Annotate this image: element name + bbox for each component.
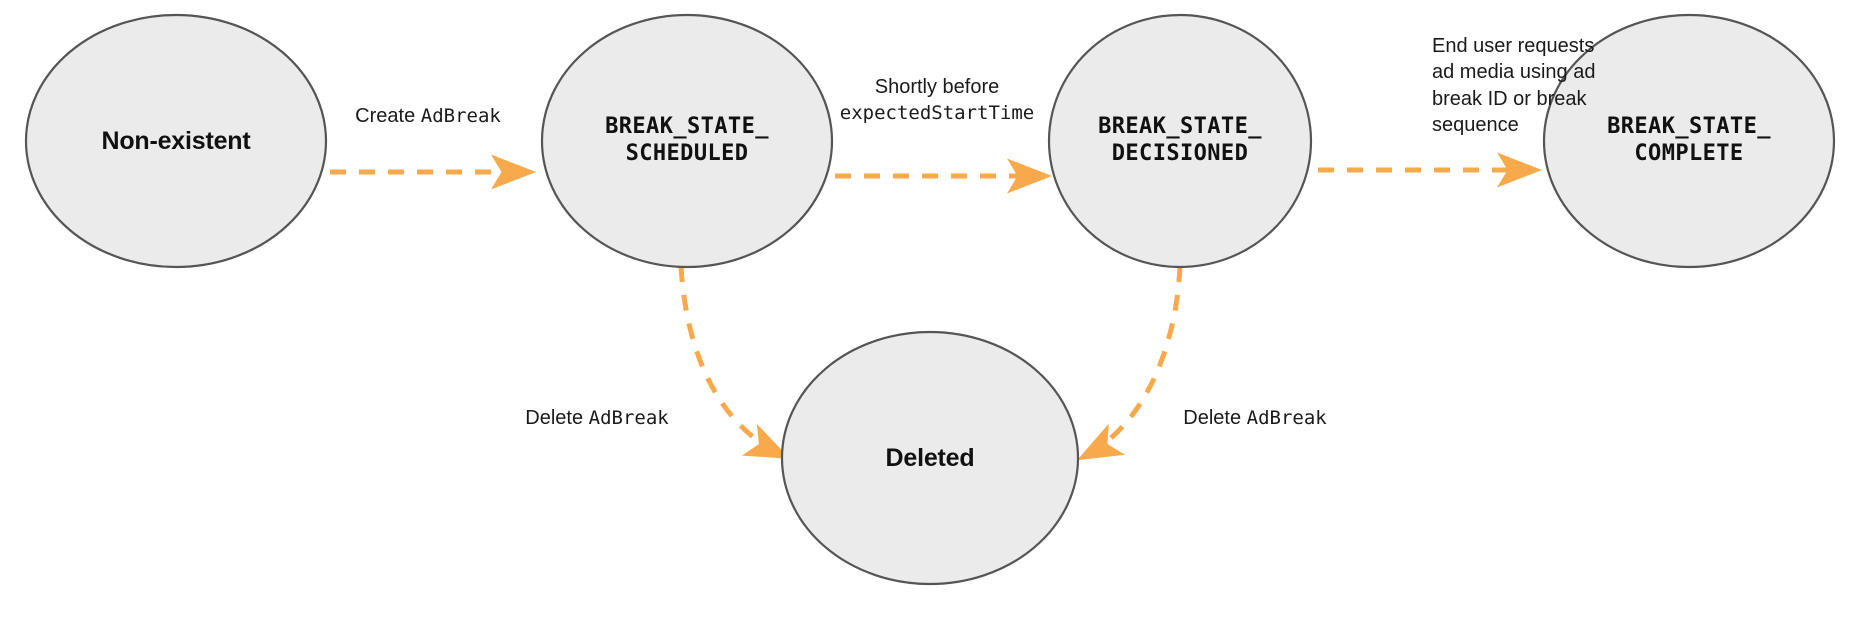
node-break-state-decisioned[interactable] bbox=[1047, 13, 1313, 269]
edge-delete-adbreak-from-scheduled bbox=[678, 265, 791, 459]
node-break-state-scheduled[interactable] bbox=[540, 13, 834, 269]
nodes-layer bbox=[24, 13, 1836, 586]
edges-layer bbox=[330, 152, 1543, 461]
node-break-state-complete[interactable] bbox=[1542, 13, 1836, 269]
node-non-existent[interactable] bbox=[24, 13, 328, 269]
edge-delete-adbreak-from-decisioned bbox=[1077, 265, 1183, 461]
node-deleted[interactable] bbox=[780, 330, 1080, 586]
